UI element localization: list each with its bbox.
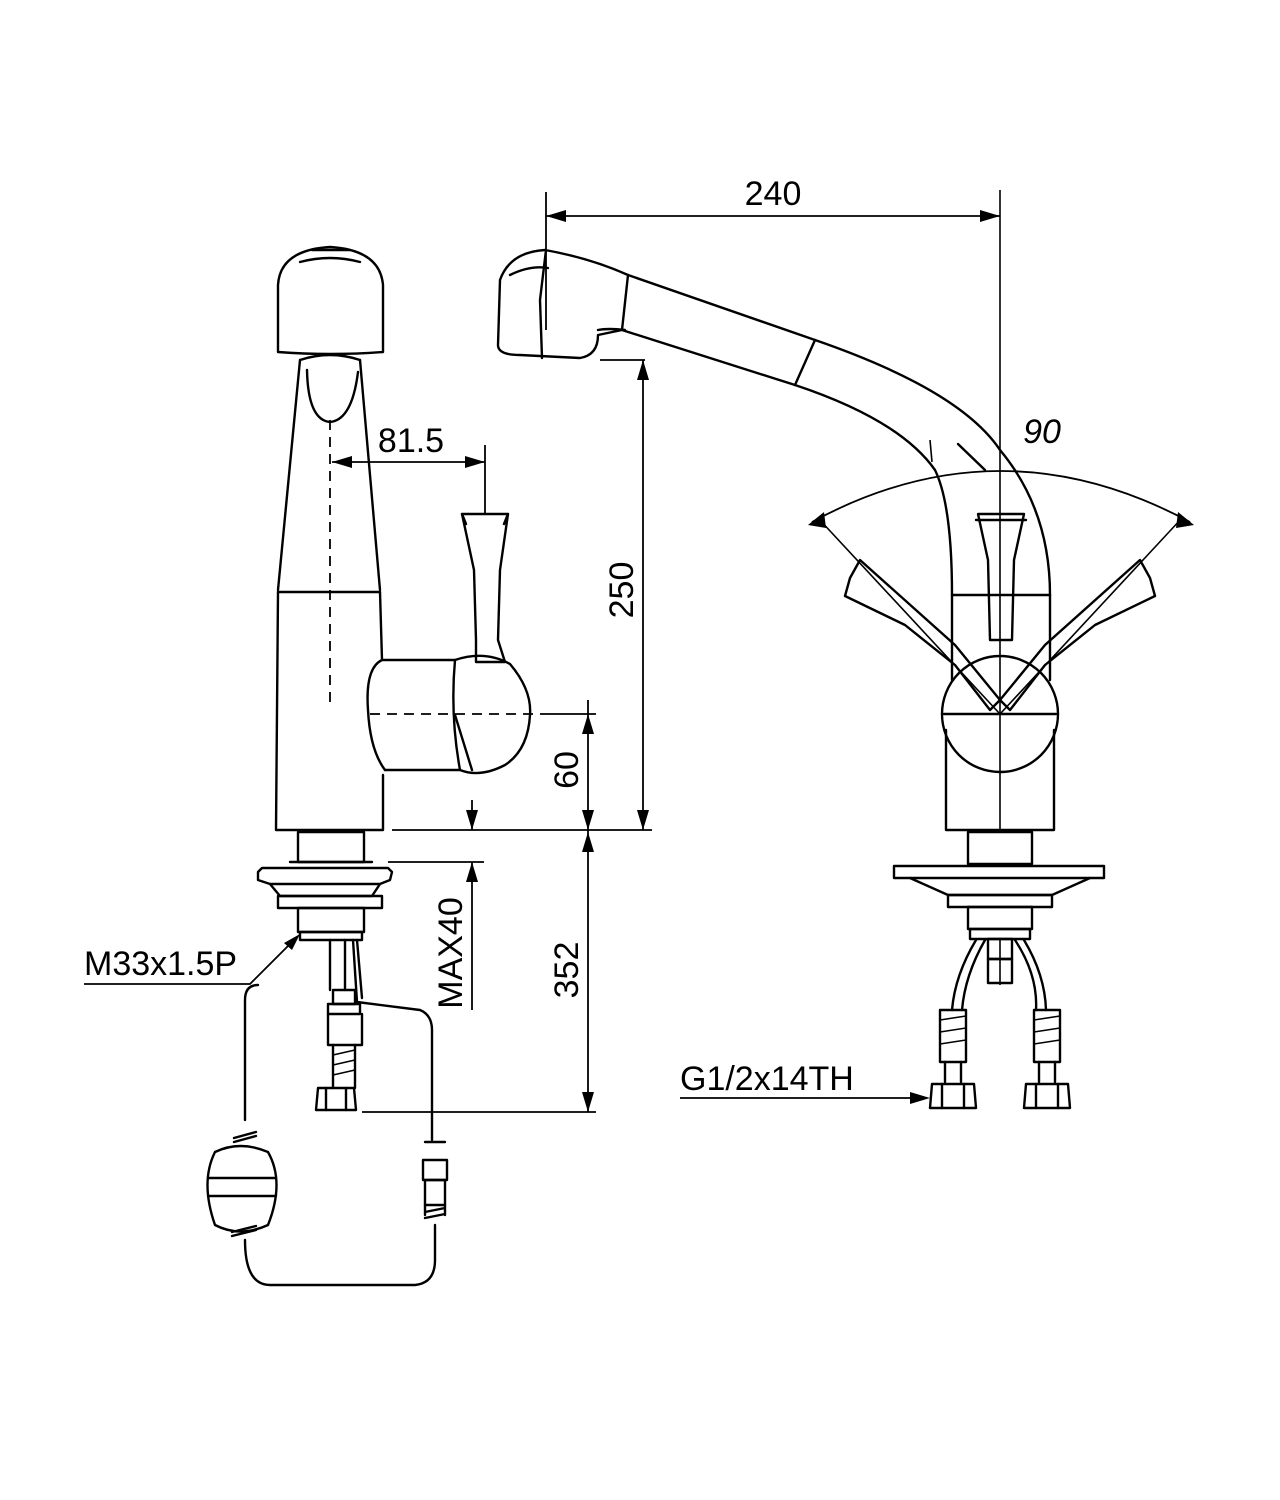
side-deck-plate [256,866,394,886]
callouts: M33x1.5P G1/2x14TH [84,934,930,1104]
front-lever-left [843,558,1002,712]
front-spray-head [496,248,630,360]
dim-swivel-arc [811,470,1191,523]
dim-swivel-angle: 90 [1023,413,1061,451]
callout-mount-thread: M33x1.5P [84,945,237,983]
front-center-lever [976,512,1026,642]
side-base-collar [296,830,366,864]
side-spray-head [276,245,385,356]
front-spout-tube [626,273,1052,597]
dim-handle-offset: 81.5 [378,422,444,460]
side-body-upper [276,358,382,592]
side-lever-handle [460,512,510,664]
dim-handle-axis-height: 60 [548,751,586,789]
dimensions: 240 90 81.5 250 60 352 [332,175,1194,1113]
side-handle-ball [452,654,532,775]
front-inlet-nut-left [928,1082,978,1110]
dim-spout-reach: 240 [745,175,802,213]
callout-inlet-thread: G1/2x14TH [680,1060,854,1098]
front-view [496,190,1183,1110]
side-view [206,245,540,1287]
side-inlet-nut [314,1086,358,1112]
side-body-lower [274,590,385,832]
dim-max-deck-thickness: MAX40 [432,897,470,1009]
front-inlet-nut-right [1022,1082,1072,1110]
front-deck-plate [892,864,1106,880]
front-lever-right [998,558,1157,712]
front-body [950,593,1052,682]
hose-weight [206,1144,278,1233]
dim-hose-length: 352 [548,942,586,999]
dim-spout-height: 250 [603,562,641,619]
